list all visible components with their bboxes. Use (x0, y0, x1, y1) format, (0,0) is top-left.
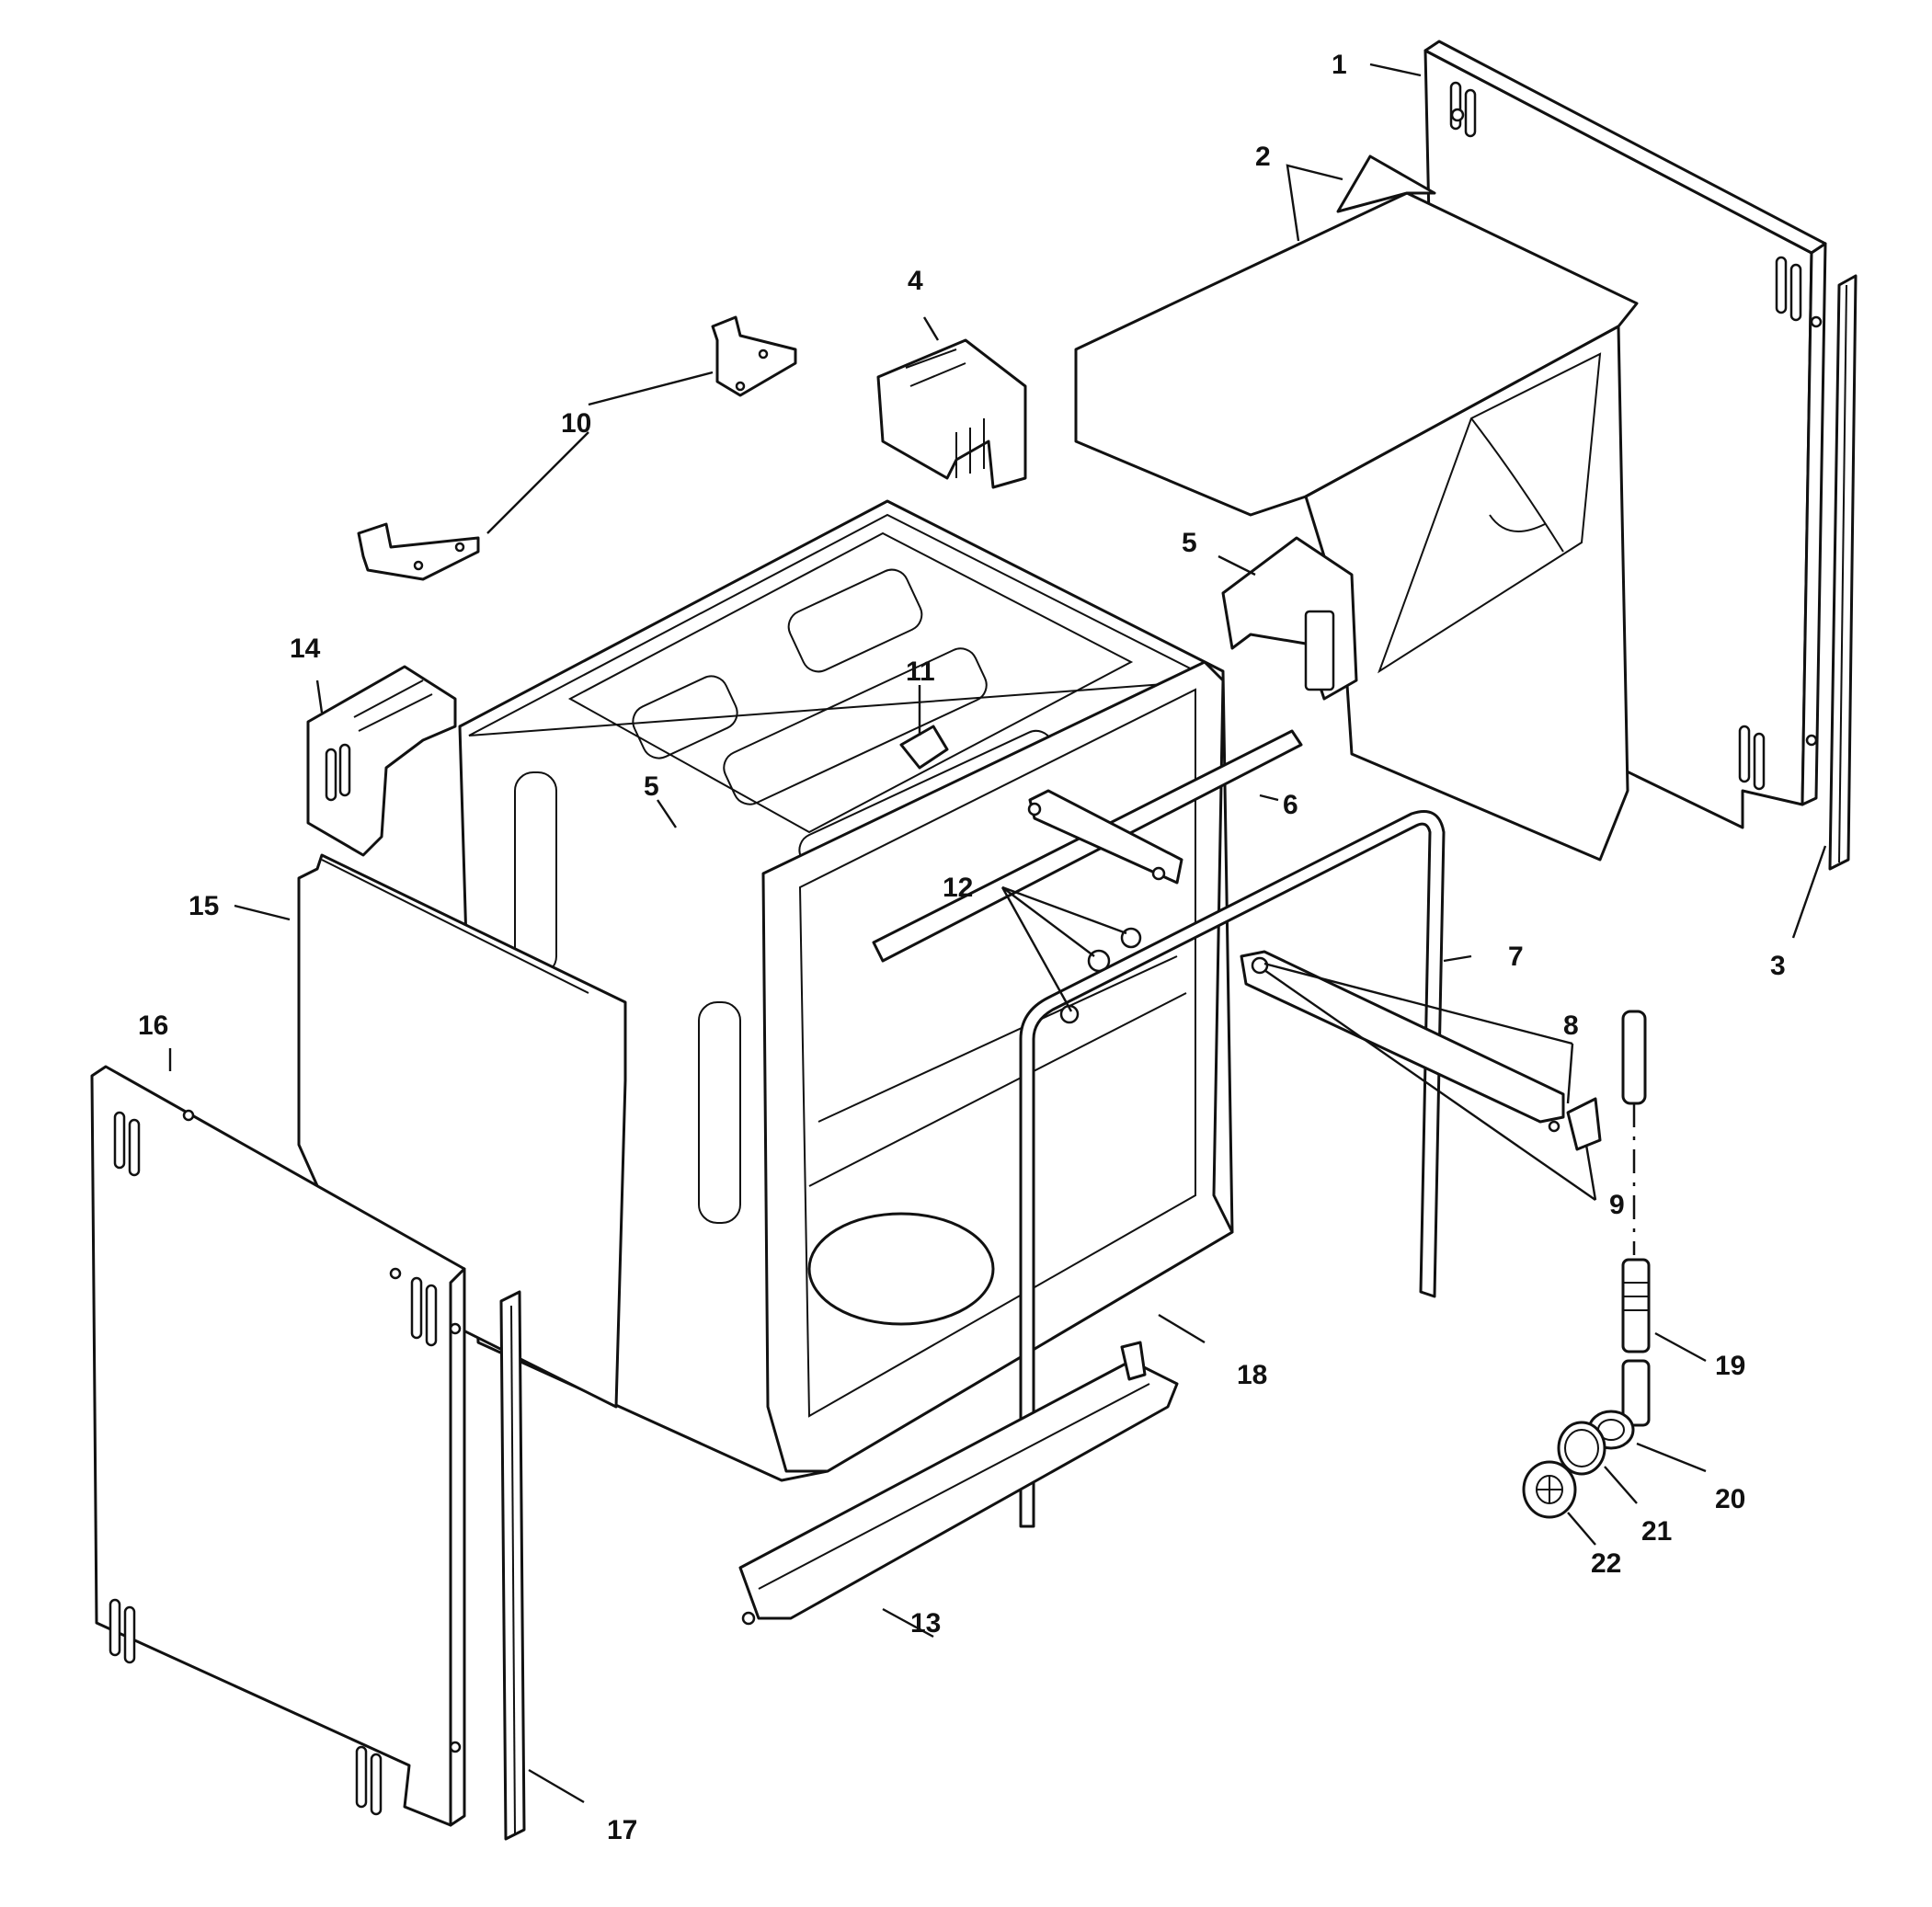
callout-8: 8 (1563, 1011, 1579, 1041)
callout-16: 16 (138, 1011, 168, 1041)
callout-15: 15 (189, 891, 219, 921)
callout-19: 19 (1715, 1351, 1745, 1381)
callout-4: 4 (908, 266, 923, 296)
callout-17: 17 (607, 1815, 637, 1845)
leader-lines (168, 63, 1827, 1804)
callout-22: 22 (1591, 1548, 1621, 1579)
callout-5-right: 5 (1182, 528, 1197, 558)
part-16-left-side-panel (90, 1065, 466, 1827)
callout-labels: 1 2 3 4 5 5 6 7 8 9 10 11 12 13 14 15 16… (138, 50, 1786, 1845)
part-13-lower-rail (738, 1341, 1179, 1626)
callout-5-left: 5 (644, 771, 659, 802)
part-14-side-bracket (306, 665, 457, 857)
part-4-bracket (876, 338, 1027, 489)
callout-10: 10 (561, 408, 591, 439)
callout-13: 13 (910, 1608, 941, 1639)
callout-6: 6 (1283, 790, 1298, 820)
part-18-tub (458, 499, 1234, 1482)
part-22-cap (1522, 1460, 1577, 1519)
callout-21: 21 (1641, 1516, 1672, 1547)
part-6-cross-rail (872, 729, 1303, 963)
callout-2: 2 (1255, 142, 1271, 172)
part-5-bracket-right (1221, 536, 1358, 701)
callout-20: 20 (1715, 1484, 1745, 1514)
part-10-small-brackets (357, 315, 797, 581)
part-3-trim-strip (1828, 274, 1858, 871)
callout-7: 7 (1508, 942, 1524, 972)
part-7-gasket (1019, 810, 1446, 1528)
part-21-ring (1557, 1421, 1606, 1476)
callout-14: 14 (290, 634, 321, 664)
callout-12: 12 (943, 873, 973, 903)
callout-18: 18 (1237, 1360, 1267, 1390)
part-19-hose-connector (1621, 1010, 1651, 1353)
callout-9: 9 (1609, 1190, 1625, 1220)
part-2-top-cover (1074, 154, 1639, 862)
part-8-9-arm (1240, 950, 1602, 1151)
callout-1: 1 (1332, 50, 1347, 80)
part-17-side-trim (499, 1290, 526, 1841)
callout-3: 3 (1770, 951, 1786, 981)
callout-11: 11 (906, 657, 935, 687)
